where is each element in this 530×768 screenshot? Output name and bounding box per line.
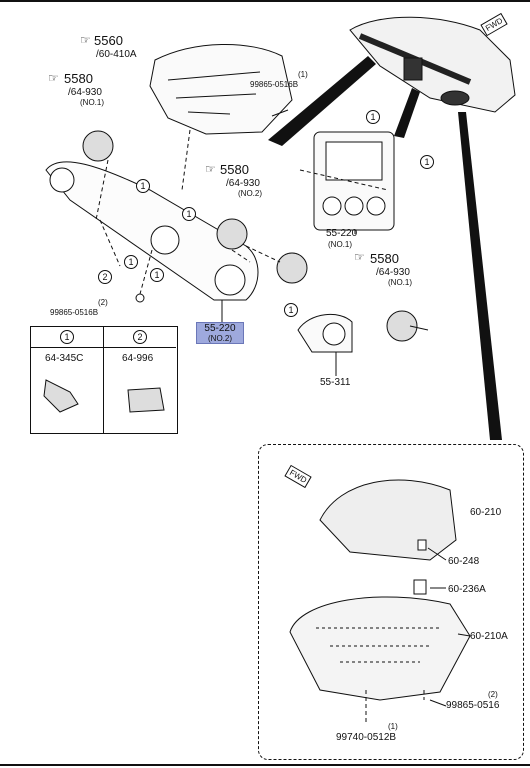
ref-5580-b-sub: /64-930: [226, 178, 260, 189]
ref-5580-a-note: (NO.1): [80, 98, 104, 107]
top-border: [0, 0, 530, 2]
part-60248: 60-248: [448, 556, 480, 567]
callout-1: 1: [150, 268, 164, 282]
ref-5560-sub: /60-410A: [96, 49, 137, 60]
part-55220-no1: 55-220: [326, 228, 358, 239]
callout-1: 1: [284, 303, 298, 317]
part-55220-no2-highlight[interactable]: 55-220 (NO.2): [196, 322, 244, 344]
hand-pointer-icon: ☞: [354, 250, 365, 264]
ref-5580-b-note: (NO.2): [238, 189, 262, 198]
part-99865-top-qty: (1): [298, 70, 308, 79]
callout-2: 2: [98, 270, 112, 284]
callout-1: 1: [420, 155, 434, 169]
legend-part-1: 64-345C: [45, 353, 84, 364]
inset-detail: [258, 444, 524, 760]
part-55220-no2: 55-220: [204, 323, 236, 334]
callout-1: 1: [124, 255, 138, 269]
part-99865-left: 99865-0516B: [50, 308, 99, 317]
callout-1: 1: [136, 179, 150, 193]
ref-5580-a: 5580: [64, 71, 93, 86]
part-60210a: 60-210A: [470, 631, 508, 642]
part-99740: 99740-0512B: [336, 732, 397, 743]
part-55220-no2-note: (NO.2): [208, 334, 232, 343]
clip-legend: 1 64-345C 2 64-996: [30, 326, 178, 434]
hand-pointer-icon: ☞: [205, 162, 216, 176]
legend-col-1-header: 1: [31, 327, 103, 348]
legend-col-2-header: 2: [104, 327, 176, 348]
part-60236a: 60-236A: [448, 584, 486, 595]
bottom-border: [0, 764, 530, 766]
legend-col-2: 2 64-996: [104, 327, 176, 433]
callout-1: 1: [366, 110, 380, 124]
part-60210: 60-210: [470, 507, 502, 518]
part-55220-no1-note: (NO.1): [328, 240, 352, 249]
part-99865-inset-qty: (2): [488, 690, 498, 699]
ref-5580-a-sub: /64-930: [68, 87, 102, 98]
part-99865-left-qty: (2): [98, 298, 108, 307]
legend-part-2: 64-996: [122, 353, 154, 364]
legend-col-1: 1 64-345C: [31, 327, 104, 433]
part-99865-top: 99865-0516B: [250, 80, 299, 89]
part-55311: 55-311: [320, 377, 351, 388]
callout-1: 1: [182, 207, 196, 221]
ref-5560: 5560: [94, 33, 123, 48]
ref-5580-c: 5580: [370, 251, 399, 266]
legend-num-2: 2: [133, 330, 147, 344]
ref-5580-c-note: (NO.1): [388, 278, 412, 287]
part-99740-qty: (1): [388, 722, 398, 731]
ref-5580-b: 5580: [220, 162, 249, 177]
part-99865-inset: 99865-0516: [446, 700, 500, 711]
hand-pointer-icon: ☞: [80, 33, 91, 47]
ref-5580-c-sub: /64-930: [376, 267, 410, 278]
legend-num-1: 1: [60, 330, 74, 344]
hand-pointer-icon: ☞: [48, 71, 59, 85]
